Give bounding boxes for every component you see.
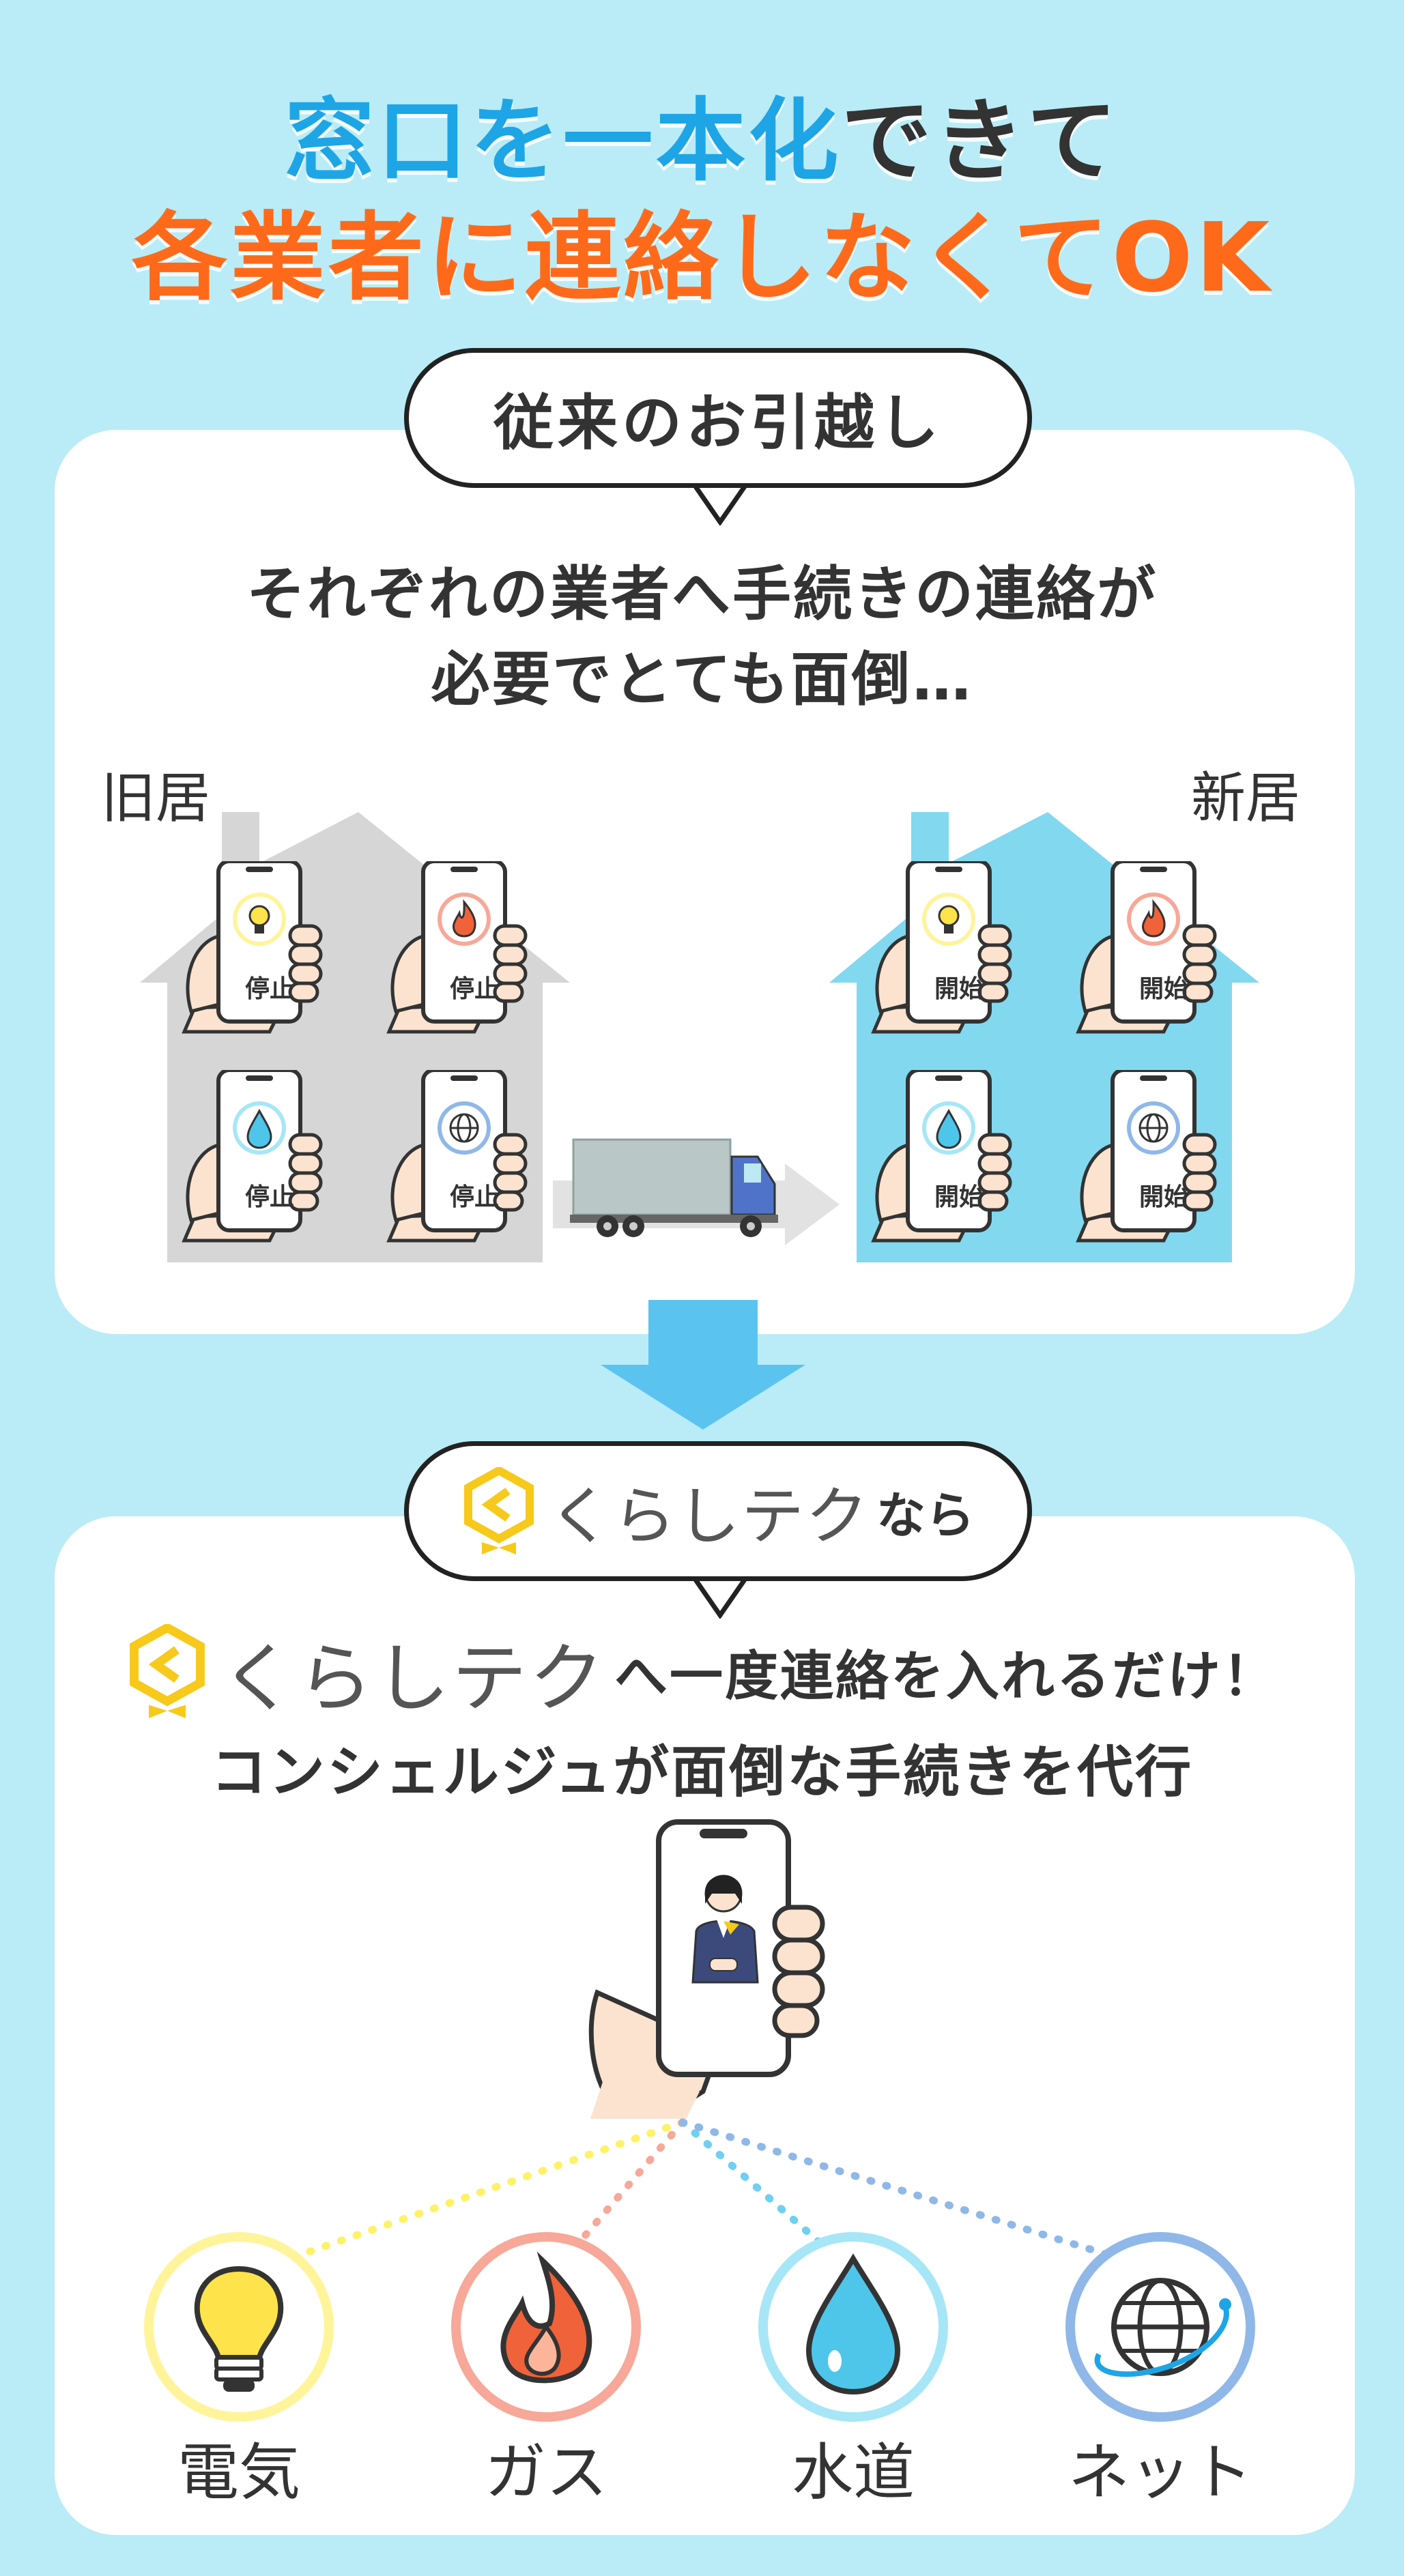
service-label-electric: 電気 — [177, 2437, 300, 2508]
phone-electric-stop-icon — [181, 861, 338, 1035]
flame-icon — [451, 2232, 641, 2422]
status-stop-net: 停止 — [449, 1183, 499, 1211]
phone-net-start-icon — [1075, 1070, 1232, 1244]
kurashitech-desc-line-1: くらしテク へ一度連絡を入れるだけ！ — [0, 1617, 1404, 1726]
phone-gas-start-icon — [1075, 861, 1232, 1035]
water-drop-icon — [758, 2232, 948, 2422]
globe-icon — [1065, 2232, 1255, 2422]
traditional-moving-label: 従来のお引越し — [404, 348, 1032, 488]
service-label-gas: ガス — [485, 2437, 607, 2508]
new-home-label: 新居 — [1191, 766, 1300, 830]
status-start-water: 開始 — [934, 1183, 984, 1211]
old-home-label: 旧居 — [101, 766, 210, 830]
status-stop-electric: 停止 — [244, 975, 294, 1003]
phone-net-stop-icon — [386, 1070, 543, 1244]
status-start-net: 開始 — [1138, 1183, 1188, 1211]
phone-electric-start-icon — [870, 861, 1027, 1035]
status-stop-water: 停止 — [244, 1183, 294, 1211]
kurashitech-label: くらしテク なら — [404, 1441, 1032, 1581]
status-stop-gas: 停止 — [449, 975, 499, 1003]
kurashitech-desc-line-2: コンシェルジュが面倒な手続きを代行 — [210, 1740, 1194, 1805]
service-label-net: ネット — [1068, 2437, 1252, 2508]
headline-line-1: 窓口を一本化できて — [284, 89, 1120, 194]
status-start-electric: 開始 — [934, 975, 984, 1003]
phone-water-start-icon — [870, 1070, 1027, 1244]
phone-gas-stop-icon — [386, 861, 543, 1035]
traditional-desc-line-2: 必要でとても面倒… — [431, 646, 973, 714]
arrow-down-icon — [601, 1300, 805, 1430]
kurashitech-logo-icon — [130, 1624, 205, 1718]
traditional-desc-line-1: それぞれの業者へ手続きの連絡が — [246, 560, 1158, 628]
kurashitech-logo-icon — [463, 1466, 534, 1554]
moving-truck-icon — [553, 1138, 840, 1245]
service-label-water: 水道 — [792, 2437, 915, 2508]
status-start-gas: 開始 — [1138, 975, 1188, 1003]
phone-water-stop-icon — [181, 1070, 338, 1244]
headline-line-2: 各業者に連絡しなくてOK — [131, 203, 1273, 314]
concierge-phone-icon — [588, 1819, 825, 2119]
lightbulb-icon — [144, 2232, 334, 2422]
